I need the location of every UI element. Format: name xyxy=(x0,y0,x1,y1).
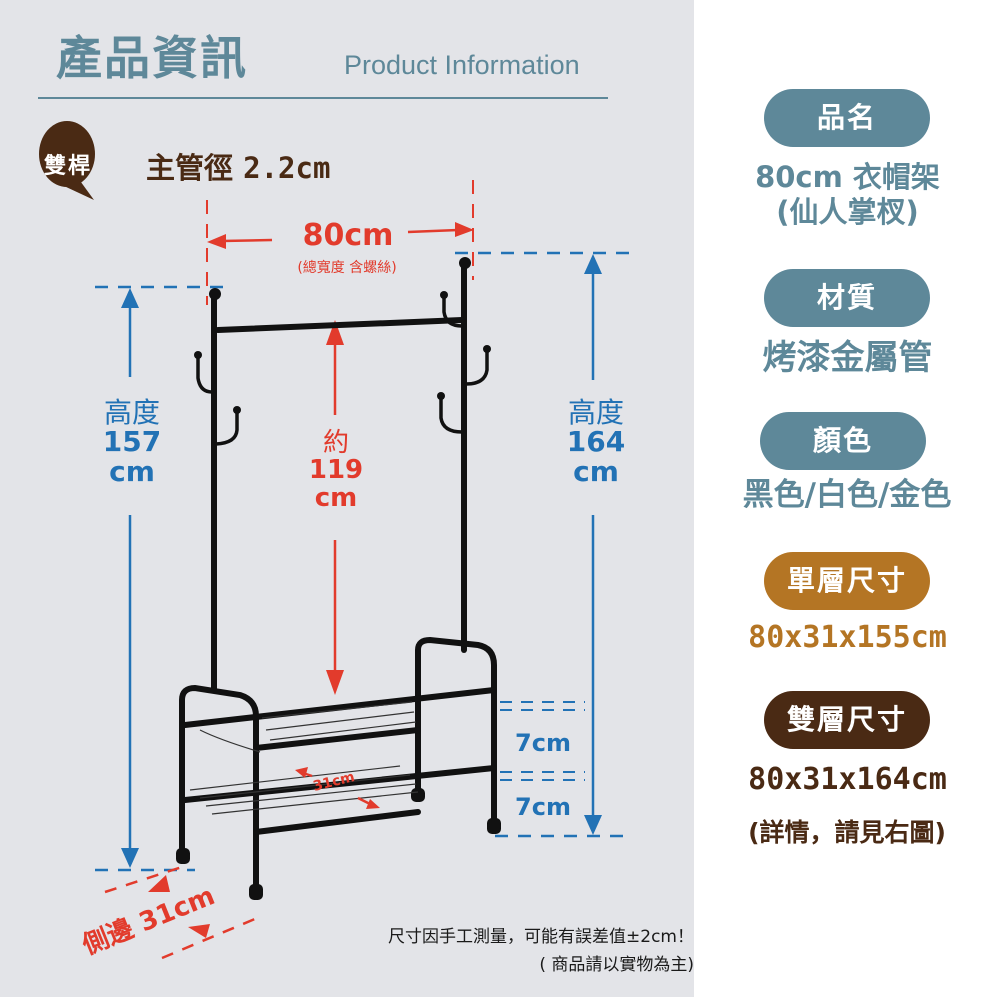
spec-color-value: 黑色/白色/金色 xyxy=(742,477,952,513)
inner-height-value: 119 xyxy=(308,455,364,486)
left-height-unit: cm xyxy=(109,454,155,488)
right-height-unit: cm xyxy=(573,454,619,488)
spec-name-value: 80cm 衣帽架 (仙人掌杈) xyxy=(735,160,960,230)
width-note: (總寬度 含螺絲) xyxy=(297,260,397,276)
spec-single-value: 80x31x155cm xyxy=(748,620,947,655)
tube-diameter-value: 2.2cm xyxy=(243,151,331,185)
spec-double-pill: 雙層尺寸 xyxy=(764,691,930,749)
spec-name-pill: 品名 xyxy=(764,89,930,147)
page-subtitle: Product Information xyxy=(344,50,580,80)
inner-height-arrow xyxy=(326,320,344,695)
page-title: 產品資訊 xyxy=(56,31,248,85)
shelf-gap-1: 7cm xyxy=(515,729,571,757)
shelf-gap-2: 7cm xyxy=(515,793,571,821)
width-value: 80cm xyxy=(302,218,394,253)
width-label: 80cm xyxy=(278,220,418,252)
coat-rack-diagram xyxy=(95,180,630,960)
left-height-value: 157 xyxy=(102,425,162,459)
speech-bubble-icon xyxy=(39,121,95,200)
badge-label: 雙桿 xyxy=(44,154,93,179)
inner-height-unit: cm xyxy=(314,482,358,513)
spec-single-pill: 單層尺寸 xyxy=(764,552,930,610)
product-info-panel xyxy=(0,0,694,997)
spec-double-value: 80x31x164cm xyxy=(748,762,947,797)
right-height-label: 高度 164 cm xyxy=(556,396,636,488)
spec-name-line-1: 80cm 衣帽架 xyxy=(755,160,940,194)
spec-name-line-2: (仙人掌杈) xyxy=(776,194,919,229)
spec-material-pill: 材質 xyxy=(764,269,930,327)
wire-shelves xyxy=(189,701,419,815)
coat-rack xyxy=(176,257,501,900)
left-height-caption: 高度 xyxy=(103,396,160,429)
left-height-arrow xyxy=(95,285,225,872)
right-height-caption: 高度 xyxy=(567,396,624,429)
inner-height-caption: 約 xyxy=(322,428,349,458)
tube-diameter: 主管徑 2.2cm xyxy=(146,145,330,187)
disclaimer-line-2: ( 商品請以實物為主) xyxy=(539,955,694,975)
spec-color-pill: 顏色 xyxy=(760,412,926,470)
width-arrow xyxy=(207,222,474,249)
tube-diameter-label: 主管徑 xyxy=(146,151,234,185)
right-height-value: 164 xyxy=(566,425,626,459)
shelf-depth-arrow xyxy=(295,767,380,809)
right-height-arrow xyxy=(455,251,630,838)
inner-height-label: 約 119 cm xyxy=(300,428,372,513)
spec-double-note: (詳情，請見右圖) xyxy=(748,818,946,847)
side-depth-guides xyxy=(104,864,263,960)
title-divider xyxy=(38,97,608,99)
left-height-label: 高度 157 cm xyxy=(92,396,172,488)
disclaimer-line-1: 尺寸因手工測量，可能有誤差值±2cm！ xyxy=(388,927,694,947)
spec-material-value: 烤漆金屬管 xyxy=(762,338,933,378)
